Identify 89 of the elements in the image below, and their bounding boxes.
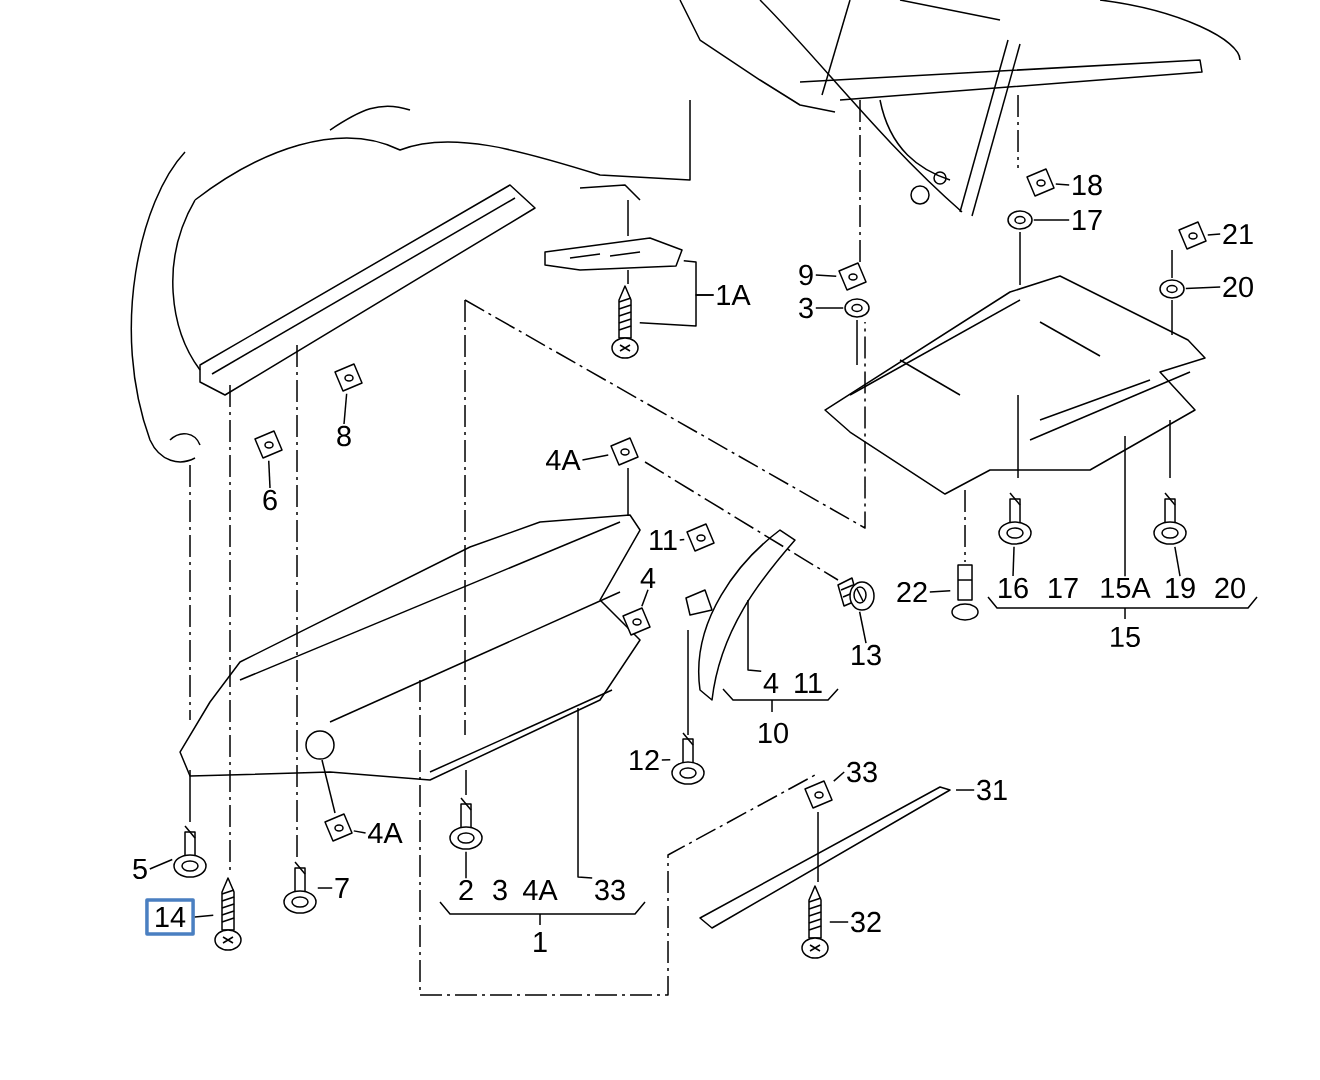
bolt-drawing <box>671 732 705 785</box>
leader-line <box>661 758 671 761</box>
callout-number: 18 <box>1073 174 1102 196</box>
callout-number: 21 <box>1223 223 1253 245</box>
callout-number: 1A <box>717 285 751 305</box>
leader-line <box>639 294 715 327</box>
leader-line <box>1207 233 1221 236</box>
callout-number: 12 <box>630 749 659 771</box>
washer-drawing <box>844 298 870 318</box>
rivet-drawing <box>837 577 875 611</box>
leader-line <box>343 393 348 425</box>
clip-drawing <box>254 430 283 459</box>
callout-number: 9 <box>799 264 813 286</box>
callout-number: 20 <box>1223 276 1253 298</box>
callout-number: 17 <box>1049 578 1078 598</box>
clip-drawing <box>622 607 651 636</box>
callout-number: 11 <box>650 530 677 550</box>
leader-line <box>317 887 333 889</box>
leader-line <box>1012 546 1015 577</box>
bolt-drawing <box>449 797 483 850</box>
callout-number: 16 <box>999 577 1028 599</box>
bolt-drawing <box>283 861 317 914</box>
callout-number: 4 <box>763 673 779 693</box>
bolt-drawing <box>173 825 207 878</box>
screw-drawing <box>214 877 242 951</box>
callout-number: 11 <box>795 673 822 693</box>
leader-line <box>829 921 849 923</box>
leader-line <box>268 460 271 489</box>
callout-number: 33 <box>847 761 877 783</box>
callout-number: 7 <box>335 878 349 898</box>
callout-number: 14 <box>145 898 195 936</box>
leader-line <box>1055 183 1070 186</box>
callout-number: 4A <box>368 823 403 843</box>
callout-number: 4 <box>640 568 656 588</box>
clip-drawing <box>838 262 867 291</box>
clip-drawing <box>804 780 833 809</box>
leader-line <box>1124 435 1126 577</box>
leader-line <box>581 454 609 461</box>
plug-drawing <box>951 564 979 621</box>
leader-line <box>353 830 367 834</box>
leader-line <box>858 611 867 644</box>
leader-line <box>149 858 173 870</box>
leader-line <box>955 789 975 791</box>
screw-drawing <box>611 285 639 359</box>
callout-number: 31 <box>977 779 1007 801</box>
leader-line <box>747 599 762 673</box>
leader-line <box>641 588 649 607</box>
leader-line <box>465 851 467 879</box>
callout-number: 3 <box>493 879 507 901</box>
bolt-drawing <box>998 492 1032 545</box>
clip-drawing <box>1026 168 1055 197</box>
callout-number: 1 <box>534 932 547 952</box>
clip-drawing <box>1178 221 1207 250</box>
leader-line <box>815 274 837 277</box>
leader-line <box>1174 546 1181 577</box>
callout-number: 20 <box>1215 577 1245 599</box>
leader-line <box>1185 286 1221 290</box>
washer-drawing <box>1159 279 1185 299</box>
clip-drawing <box>686 523 715 552</box>
callout-number: 15A <box>1101 577 1151 599</box>
leader-line <box>929 590 951 593</box>
leader-line <box>679 538 685 541</box>
clip-drawing <box>610 437 639 466</box>
screw-drawing <box>801 885 829 959</box>
callout-number: 4A <box>546 450 581 470</box>
callout-number: 5 <box>133 858 147 880</box>
bracket-drawing <box>544 237 683 271</box>
callout-number: 33 <box>595 879 625 901</box>
callout-number: 2 <box>459 879 473 901</box>
callout-number: 17 <box>1073 210 1102 230</box>
leader-line <box>194 914 214 918</box>
leader-line <box>815 307 844 309</box>
leader-line <box>833 771 845 782</box>
callout-number: 13 <box>852 644 881 666</box>
callout-number: 15 <box>1111 626 1140 648</box>
callout-number: 19 <box>1166 577 1195 599</box>
clip-drawing <box>324 813 353 842</box>
callout-number: 22 <box>897 581 927 603</box>
callout-number: 10 <box>759 722 788 744</box>
callout-number: 4A <box>523 880 558 900</box>
callout-number: 3 <box>799 297 813 319</box>
bolt-drawing <box>1153 492 1187 545</box>
clip-drawing <box>334 363 363 392</box>
callout-number: 32 <box>851 911 881 933</box>
callout-number: 8 <box>337 425 351 447</box>
callout-number: 6 <box>263 489 277 511</box>
washer-drawing <box>1007 210 1033 230</box>
leader-line <box>1033 219 1070 221</box>
leader-line <box>577 707 593 879</box>
